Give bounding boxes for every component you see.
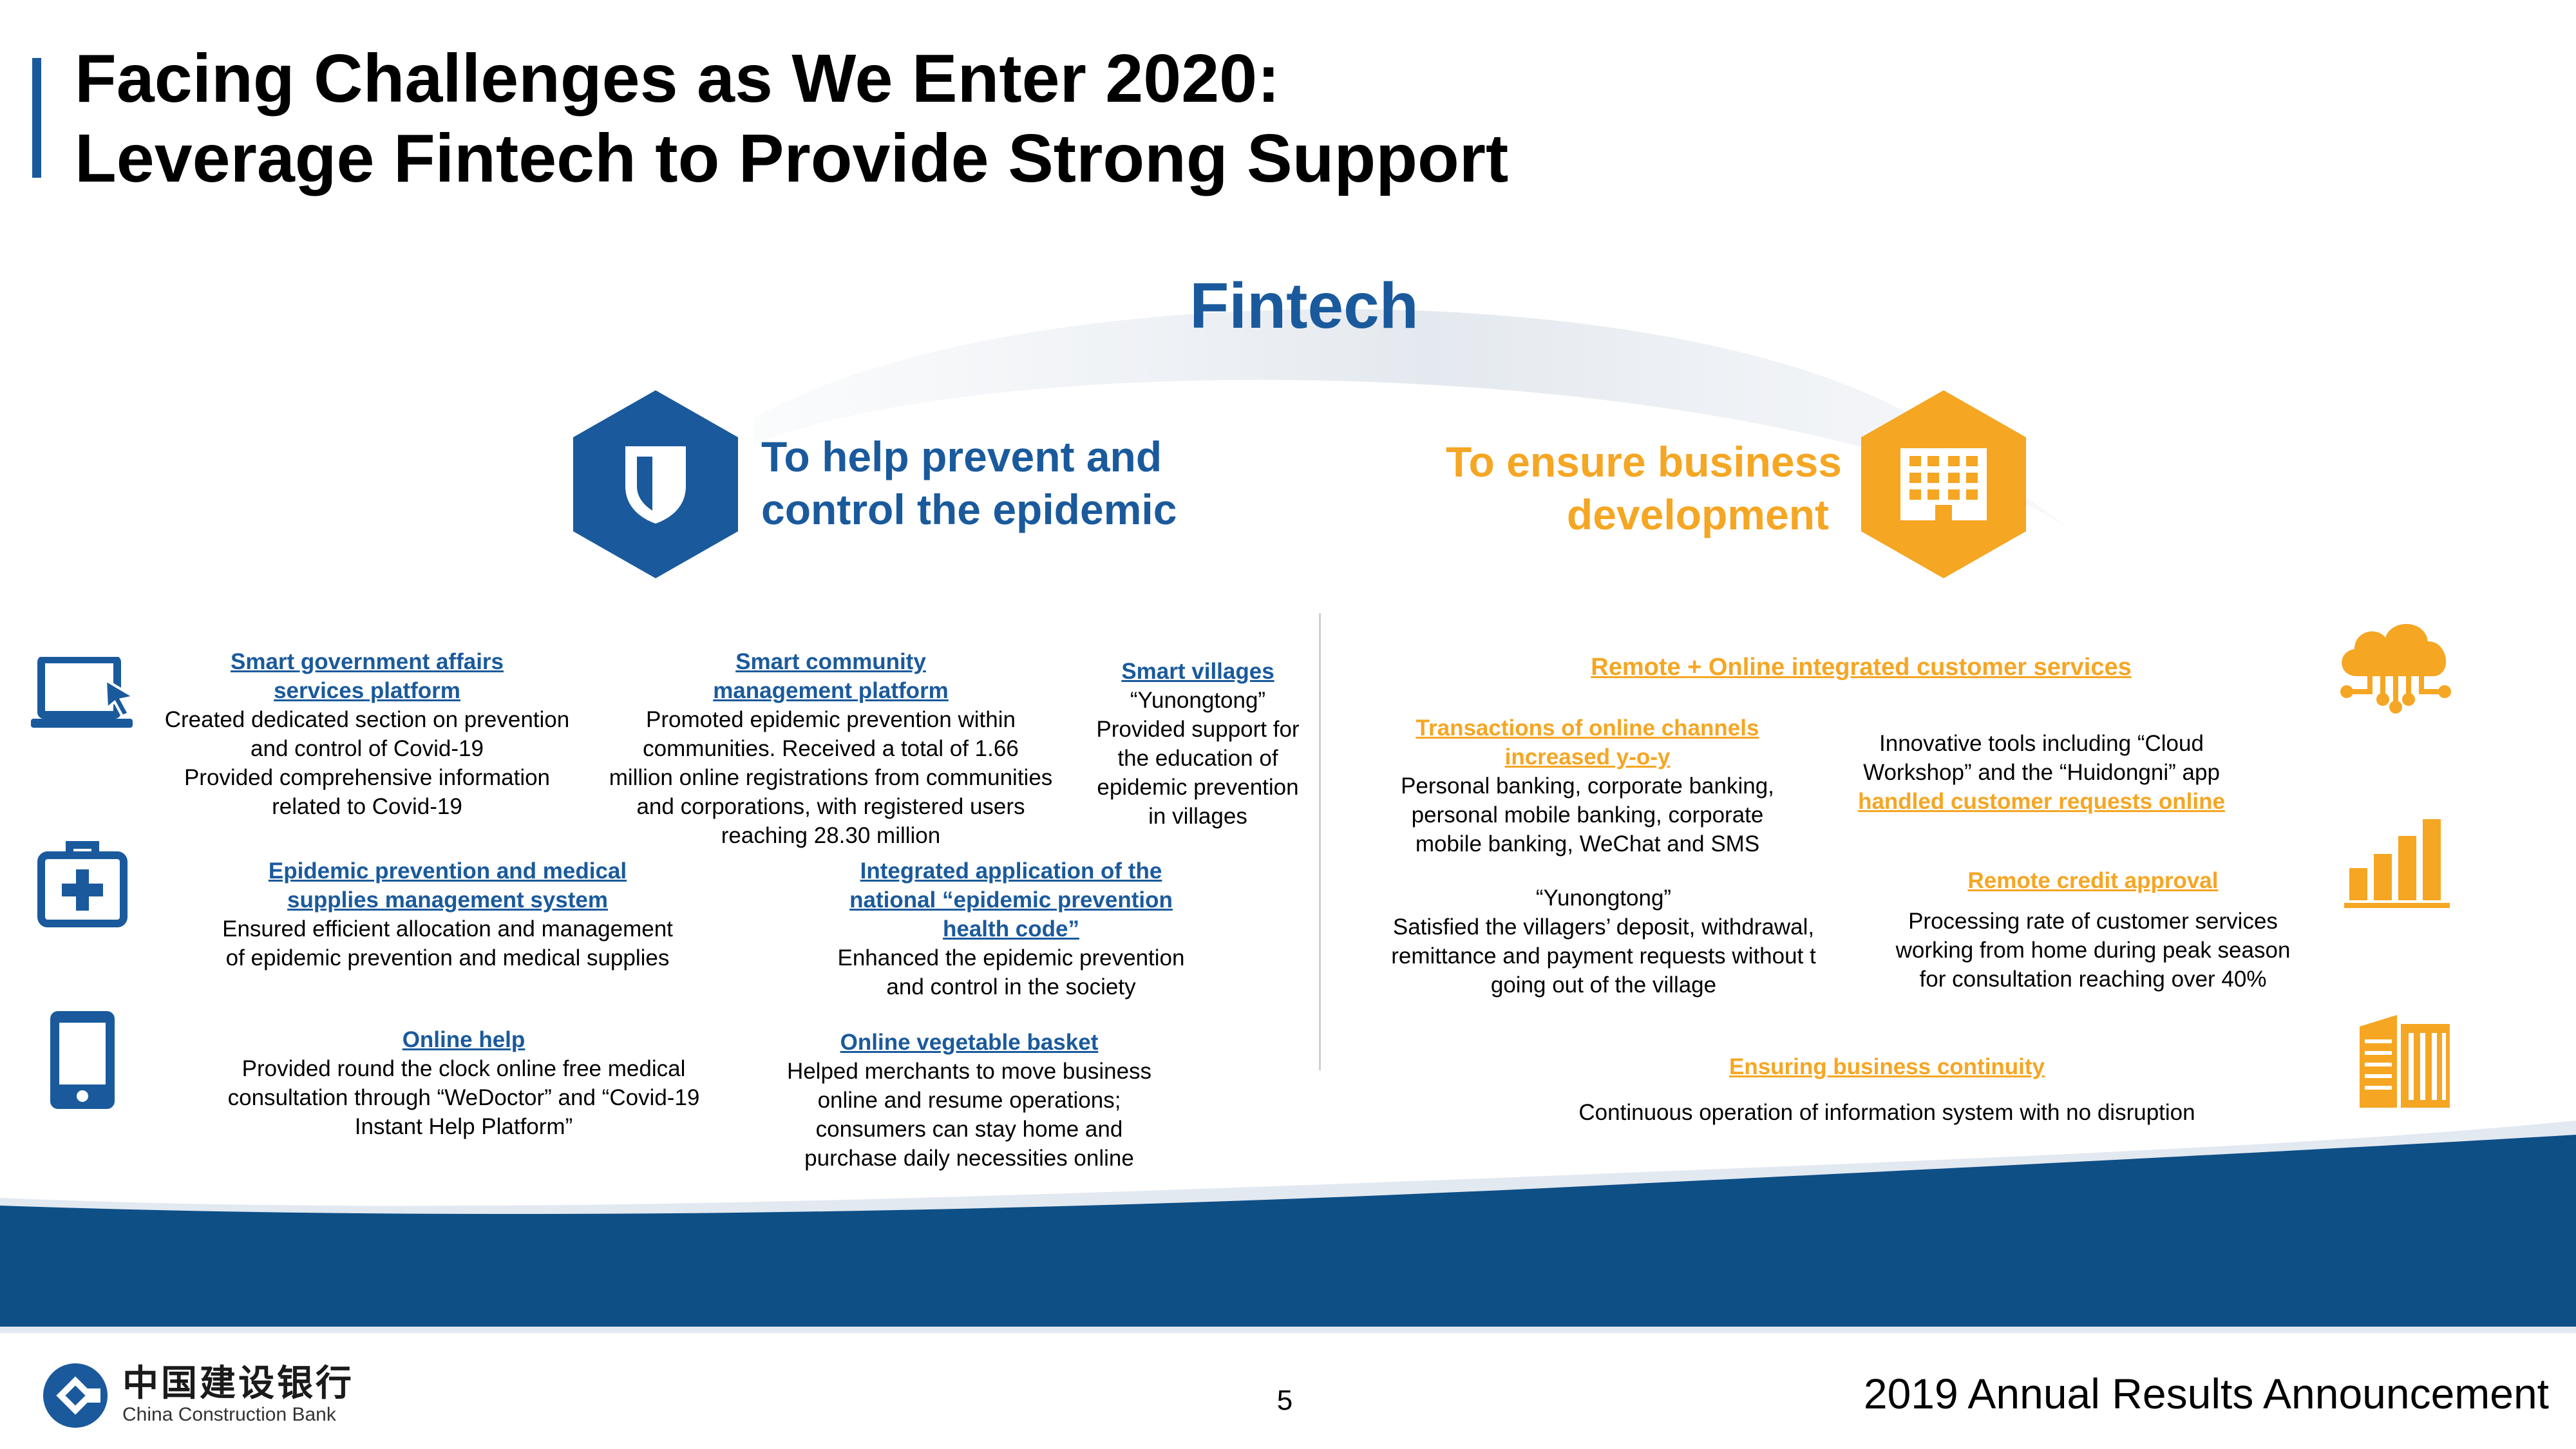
business-development-heading: To ensure business development [1417, 435, 1842, 541]
online-help-item: Online help Provided round the clock onl… [193, 1025, 734, 1141]
item-text: consumers can stay home and [815, 1117, 1123, 1142]
item-heading: national “epidemic prevention [849, 887, 1173, 913]
item-text: the education of [1117, 746, 1278, 771]
item-text: Enhanced the epidemic prevention [837, 945, 1185, 971]
section-divider [1319, 613, 1321, 1070]
item-heading: Smart community [735, 649, 926, 674]
item-heading: Online vegetable basket [840, 1030, 1099, 1055]
item-heading: Smart villages [1121, 659, 1274, 684]
item-heading: Remote + Online integrated customer serv… [1591, 654, 2132, 681]
item-text: Helped merchants to move business [786, 1059, 1152, 1084]
item-text: Personal banking, corporate banking, [1401, 773, 1774, 799]
item-text: Provided round the clock online free med… [242, 1056, 686, 1081]
remote-online-heading: Remote + Online integrated customer serv… [1513, 653, 2209, 682]
building-icon [2360, 1015, 2450, 1108]
footer-wave [0, 1121, 2576, 1333]
item-highlight: handled customer requests online [1858, 789, 2225, 814]
online-transactions-item: Transactions of online channels increase… [1365, 714, 1810, 858]
smart-community-item: Smart community management platform Prom… [580, 647, 1082, 850]
office-building-icon [1900, 448, 1987, 520]
bank-logo: 中国建设银行 China Construction Bank [40, 1360, 354, 1431]
title-line-2: Leverage Fintech to Provide Strong Suppo… [75, 120, 1509, 196]
vegetable-basket-item: Online vegetable basket Helped merchants… [747, 1028, 1191, 1173]
epidemic-supplies-item: Epidemic prevention and medical supplies… [180, 857, 715, 972]
item-text: Ensured efficient allocation and managem… [222, 916, 673, 942]
item-text: epidemic prevention [1097, 775, 1299, 800]
footer-title: 2019 Annual Results Announcement [1863, 1370, 2549, 1417]
item-text: consultation through “WeDoctor” and “Cov… [227, 1085, 700, 1110]
item-text: in villages [1148, 804, 1247, 829]
business-heading-line-1: To ensure business [1446, 438, 1842, 486]
item-text: Provided support for [1096, 717, 1300, 742]
smart-government-item: Smart government affairs services platfo… [142, 647, 592, 821]
item-heading: increased y-o-y [1504, 744, 1671, 770]
item-text: personal mobile banking, corporate [1411, 802, 1764, 828]
logo-chinese-text: 中国建设银行 [122, 1363, 354, 1405]
mobile-phone-icon [50, 1011, 115, 1109]
item-text: related to Covid-19 [272, 794, 462, 819]
item-text: and control of Covid-19 [251, 736, 484, 761]
item-heading: Smart government affairs [230, 649, 504, 674]
fintech-label: Fintech [1189, 270, 1419, 342]
item-text: reaching 28.30 million [721, 823, 941, 848]
title-line-1: Facing Challenges as We Enter 2020: [75, 41, 1280, 117]
laptop-cursor-icon [31, 657, 138, 728]
item-text: Workshop” and the “Huidongni” app [1863, 760, 2220, 785]
item-heading: Remote credit approval [1967, 868, 2219, 893]
item-text: million online registrations from commun… [609, 765, 1053, 790]
item-text: mobile banking, WeChat and SMS [1415, 831, 1760, 857]
item-text: purchase daily necessities online [804, 1146, 1134, 1171]
item-text: of epidemic prevention and medical suppl… [225, 945, 670, 971]
innovative-tools-item: Innovative tools including “Cloud Worksh… [1829, 729, 2254, 816]
health-code-item: Integrated application of the national “… [799, 857, 1224, 1001]
smart-villages-item: Smart villages “Yunongtong” Provided sup… [1082, 657, 1314, 831]
item-heading: Integrated application of the [860, 858, 1162, 884]
logo-english-text: China Construction Bank [122, 1404, 336, 1425]
business-continuity-item: Ensuring business continuity Continuous … [1546, 1052, 2228, 1127]
item-text: Continuous operation of information syst… [1578, 1100, 2195, 1125]
yunongtong-item: “Yunongtong” Satisfied the villagers’ de… [1359, 884, 1848, 999]
item-heading: management platform [713, 678, 949, 703]
item-heading: services platform [274, 678, 460, 703]
item-heading: Ensuring business continuity [1728, 1054, 2045, 1079]
item-text: for consultation reaching over 40% [1919, 967, 2267, 992]
item-text: remittance and payment requests without … [1391, 943, 1816, 969]
business-heading-line-2: development [1566, 491, 1829, 538]
cloud-network-icon [2340, 623, 2451, 714]
item-text: online and resume operations; [817, 1088, 1121, 1113]
item-text: communities. Received a total of 1.66 [643, 736, 1019, 761]
item-text: Instant Help Platform” [354, 1114, 573, 1139]
building-hexagon [1861, 390, 2026, 578]
item-text: Created dedicated section on prevention [164, 707, 570, 732]
title-accent-bar [32, 58, 41, 178]
prevent-heading-line-1: To help prevent and [761, 433, 1162, 480]
item-heading: Transactions of online channels [1416, 715, 1759, 741]
item-text: Satisfied the villagers’ deposit, withdr… [1392, 914, 1815, 940]
bar-chart-icon [2344, 819, 2450, 908]
item-text: and control in the society [886, 974, 1136, 999]
item-text: and corporations, with registered users [636, 794, 1025, 819]
item-heading: Online help [402, 1027, 526, 1052]
medical-kit-icon [37, 841, 128, 927]
item-text: working from home during peak season [1895, 938, 2291, 963]
item-text: Processing rate of customer services [1908, 909, 2278, 934]
item-text: Provided comprehensive information [184, 765, 551, 790]
item-heading: Epidemic prevention and medical [268, 858, 627, 884]
item-text: Promoted epidemic prevention within [646, 707, 1016, 732]
item-text: going out of the village [1490, 972, 1717, 998]
ccb-logo-icon [43, 1363, 108, 1428]
prevent-heading-line-2: control the epidemic [761, 486, 1177, 533]
item-text: Innovative tools including “Cloud [1879, 731, 2204, 756]
shield-icon [625, 446, 686, 524]
prevent-epidemic-heading: To help prevent and control the epidemic [761, 430, 1177, 536]
item-text: “Yunongtong” [1130, 688, 1266, 713]
remote-credit-item: Remote credit approval Processing rate o… [1861, 866, 2325, 994]
page-number: 5 [1276, 1385, 1293, 1416]
item-heading: supplies management system [287, 887, 608, 913]
page-title: Facing Challenges as We Enter 2020: Leve… [75, 39, 1508, 198]
item-heading: health code” [943, 916, 1079, 942]
item-text: “Yunongtong” [1535, 886, 1672, 911]
